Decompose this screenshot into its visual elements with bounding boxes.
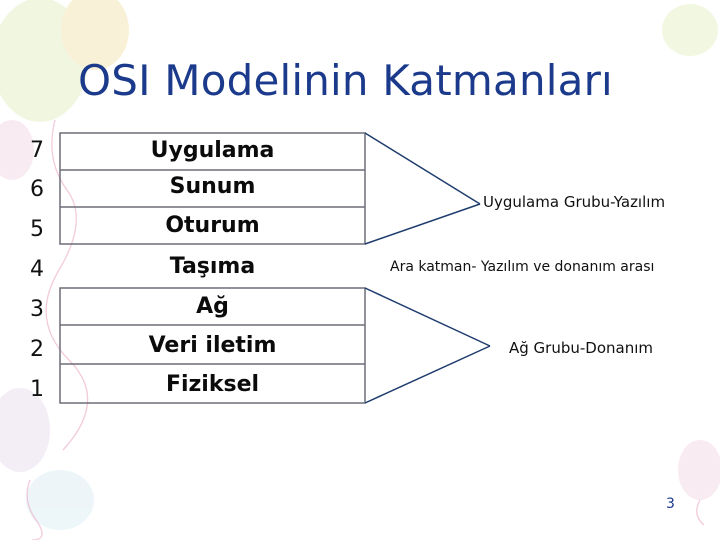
page-number: 3: [666, 496, 675, 512]
layer-number-1: 1: [30, 377, 44, 402]
upper-bracket-bottom: [365, 204, 480, 244]
lower-bracket-top: [365, 288, 490, 346]
layer-name-data-link: Veri iletim: [60, 333, 365, 358]
layer-name-presentation: Sunum: [60, 174, 365, 199]
layer-name-application: Uygulama: [60, 138, 365, 163]
layer-name-network: Ağ: [60, 294, 365, 319]
layer-number-3: 3: [30, 297, 44, 322]
upper-bracket-top: [365, 133, 480, 204]
upper-group-label: Uygulama Grubu-Yazılım: [483, 193, 665, 211]
lower-group-label: Ağ Grubu-Donanım: [509, 339, 653, 357]
layer-number-7: 7: [30, 138, 44, 163]
lower-bracket-bottom: [365, 346, 490, 403]
layer-number-6: 6: [30, 177, 44, 202]
layer-number-2: 2: [30, 337, 44, 362]
layer-number-5: 5: [30, 217, 44, 242]
middle-group-label: Ara katman- Yazılım ve donanım arası: [390, 259, 654, 275]
layer-name-session: Oturum: [60, 213, 365, 238]
layer-name-physical: Fiziksel: [60, 372, 365, 397]
layer-number-4: 4: [30, 257, 44, 282]
layer-name-transport: Taşıma: [60, 254, 365, 279]
